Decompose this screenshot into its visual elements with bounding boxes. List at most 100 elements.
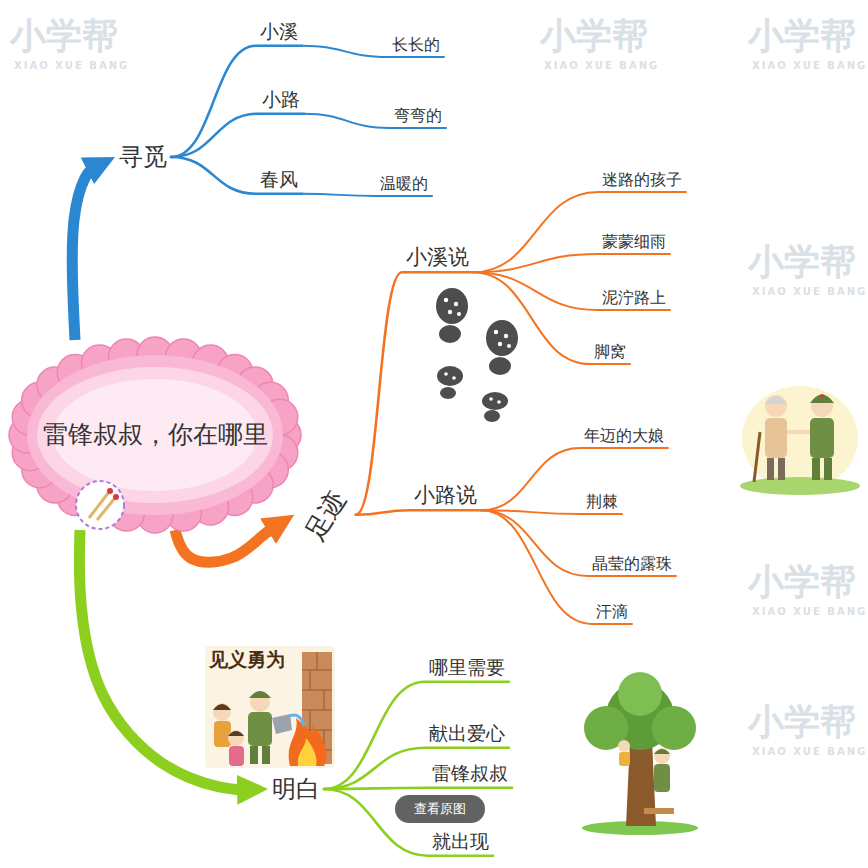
topic-text: 哪里需要 xyxy=(429,656,505,680)
leaf-topic: 温暖的 xyxy=(376,172,432,196)
topic-text: 汗滴 xyxy=(596,602,628,622)
footprints-illustration xyxy=(489,397,493,401)
view-original-button: 查看原图 xyxy=(395,795,485,823)
footprints-illustration xyxy=(448,310,452,314)
matches-badge xyxy=(76,481,124,529)
branch-line xyxy=(324,748,509,789)
branch-topic: 明白 xyxy=(268,772,324,806)
branch-line xyxy=(356,272,473,515)
footprints-illustration xyxy=(452,376,456,380)
footprints-illustration xyxy=(497,400,501,404)
elderly-helping-illustration xyxy=(742,386,858,490)
watermark: XIAO XUE BANG xyxy=(752,60,867,72)
center-topic: 雷锋叔叔，你在哪里 xyxy=(5,340,305,530)
watermark: XIAO XUE BANG xyxy=(544,60,659,72)
branch-arrow xyxy=(72,166,97,340)
watermark: 小学帮 xyxy=(748,700,856,743)
topic-text: 雷锋叔叔，你在哪里 xyxy=(43,419,268,450)
firefighting-illustration xyxy=(250,746,258,764)
watermark: XIAO XUE BANG xyxy=(752,746,867,758)
firefighting-illustration xyxy=(213,704,231,710)
leaf-topic: 年迈的大娘 xyxy=(580,424,668,448)
footprints-illustration xyxy=(436,288,518,422)
firefighting-illustration xyxy=(205,646,335,768)
leaf-topic: 长长的 xyxy=(388,33,444,57)
subtopic: 小路 xyxy=(258,86,304,114)
firefighting-illustration xyxy=(298,738,317,766)
flower-ring xyxy=(37,367,273,503)
watermark: XIAO XUE BANG xyxy=(14,60,129,72)
watermark: XIAO XUE BANG xyxy=(752,606,867,618)
branch-topic: 寻觅 xyxy=(115,140,171,174)
footprints-illustration xyxy=(498,342,502,346)
branch-line xyxy=(171,46,302,157)
leaf-topic: 哪里需要 xyxy=(425,654,509,682)
topic-text: 长长的 xyxy=(392,35,440,55)
firefighting-illustration xyxy=(250,692,270,712)
elderly-helping-illustration xyxy=(765,396,787,404)
topic-text: 蒙蒙细雨 xyxy=(602,232,666,252)
branch-line xyxy=(171,114,304,157)
branch-line xyxy=(356,510,481,515)
tree-illustration xyxy=(619,752,630,766)
branch-line xyxy=(324,682,509,789)
tree-illustration xyxy=(618,740,630,752)
watermark: XIAO XUE BANG xyxy=(752,286,867,298)
footprints-illustration xyxy=(482,392,508,410)
topic-text: 春风 xyxy=(260,168,298,192)
firefighting-illustration xyxy=(262,746,270,764)
footprints-illustration xyxy=(444,372,448,376)
footprints-illustration xyxy=(436,288,518,422)
footprints-illustration xyxy=(504,334,508,338)
leaf-topic: 就出现 xyxy=(428,828,493,856)
watermark: 小学帮 xyxy=(748,240,856,283)
footprints-illustration xyxy=(494,330,498,334)
footprints-illustration xyxy=(484,410,500,422)
footprints-illustration xyxy=(507,344,511,348)
elderly-helping-illustration xyxy=(765,395,787,417)
elderly-helping-illustration xyxy=(754,432,760,482)
matches-badge xyxy=(76,481,124,529)
topic-text: 荆棘 xyxy=(586,492,618,512)
topic-text: 明白 xyxy=(272,774,320,804)
footprints-illustration xyxy=(440,387,456,399)
watermark: 小学帮 xyxy=(748,14,856,57)
footprints-illustration xyxy=(439,325,461,343)
branch-line xyxy=(302,194,432,196)
footprints-illustration xyxy=(437,366,463,386)
branch-line xyxy=(324,788,512,789)
leaf-topic: 脚窝 xyxy=(590,340,630,364)
elderly-helping-illustration xyxy=(778,458,785,480)
branch-line xyxy=(171,157,302,194)
matchstick xyxy=(107,488,113,494)
footprints-illustration xyxy=(436,288,468,324)
matchstick xyxy=(113,494,119,500)
branch-line xyxy=(473,272,670,310)
branch-line xyxy=(473,254,670,272)
branch-line xyxy=(481,510,676,576)
firefighting-illustration xyxy=(228,731,244,736)
leaf-topic: 蒙蒙细雨 xyxy=(598,230,670,254)
elderly-helping-illustration xyxy=(787,430,810,434)
branch-arrow xyxy=(175,525,277,562)
subtopic: 春风 xyxy=(256,166,302,194)
topic-text: 献出爱心 xyxy=(429,722,505,746)
tree-illustration xyxy=(644,808,674,814)
branch-line xyxy=(324,789,493,856)
topic-text: 年迈的大娘 xyxy=(584,426,664,446)
footprints-illustration xyxy=(444,298,448,302)
matchstick xyxy=(89,492,109,518)
footprints-illustration xyxy=(454,302,458,306)
leaf-topic: 荆棘 xyxy=(582,490,622,514)
leaf-topic: 迷路的孩子 xyxy=(598,168,686,192)
topic-text: 小溪说 xyxy=(406,244,469,270)
illustration-caption: 见义勇为 xyxy=(209,648,285,671)
watermark: 小学帮 xyxy=(540,14,648,57)
firefighting-illustration xyxy=(249,691,271,698)
watermark: 小学帮 xyxy=(10,14,118,57)
topic-text: 温暖的 xyxy=(380,174,428,194)
matchstick xyxy=(97,498,115,520)
firefighting-illustration xyxy=(228,730,244,746)
elderly-helping-illustration xyxy=(812,458,820,480)
tree-illustration xyxy=(652,706,696,750)
